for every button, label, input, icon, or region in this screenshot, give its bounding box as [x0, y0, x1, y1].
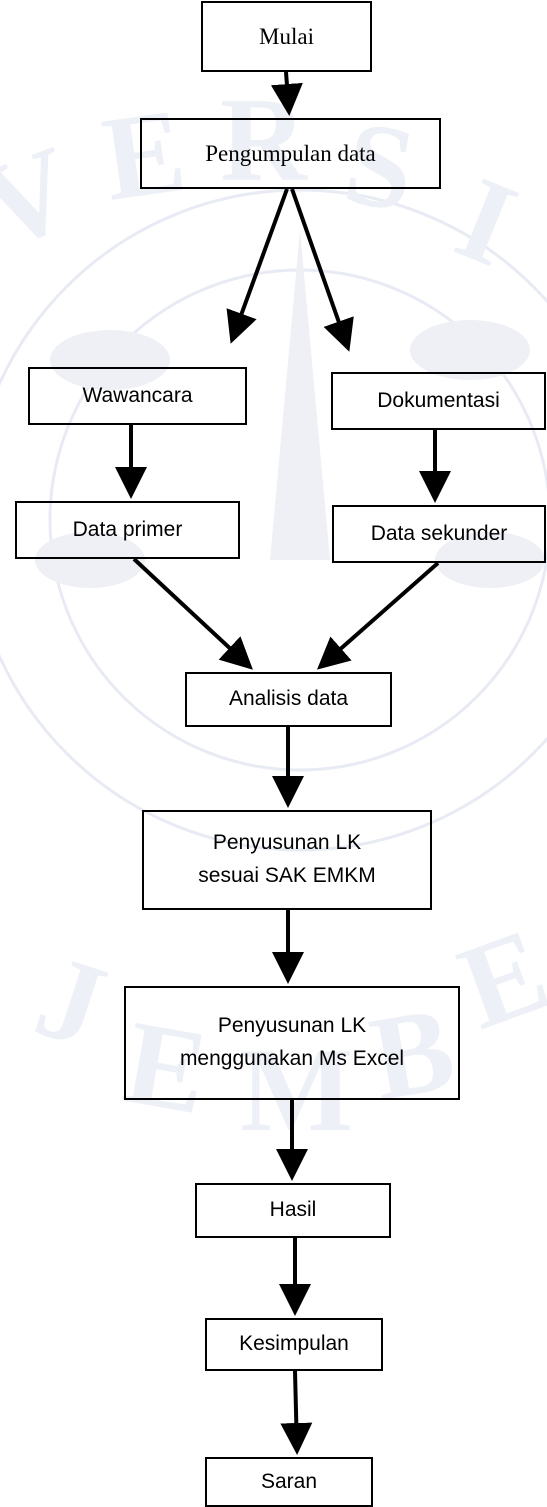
node-data-primer-label: Data primer — [72, 517, 183, 541]
node-penyusunan-lk-ms-excel-label: Penyusunan LK menggunakan Ms Excel — [179, 1014, 405, 1070]
node-penyusunan-lk-sak-emkm-label: Penyusunan LK sesuai SAK EMKM — [198, 831, 376, 887]
node-hasil: Hasil — [195, 1183, 391, 1238]
node-mulai-label: Mulai — [259, 23, 314, 49]
node-wawancara-label: Wawancara — [82, 383, 193, 407]
node-hasil-label: Hasil — [269, 1198, 317, 1222]
node-pengumpulan-data: Pengumpulan data — [140, 118, 441, 189]
node-dokumentasi-label: Dokumentasi — [377, 388, 500, 412]
node-penyusunan-lk-sak-emkm: Penyusunan LK sesuai SAK EMKM — [142, 810, 432, 910]
arrow-data-sekunder-to-analisis — [316, 561, 440, 670]
node-data-sekunder: Data sekunder — [332, 505, 546, 563]
node-saran: Saran — [205, 1457, 373, 1507]
node-saran-label: Saran — [260, 1469, 318, 1493]
arrow-pengumpulan-to-wawancara — [226, 188, 289, 344]
node-dokumentasi: Dokumentasi — [331, 372, 546, 430]
arrow-pengumpulan-to-dokumentasi — [290, 188, 354, 352]
node-penyusunan-lk-ms-excel: Penyusunan LK menggunakan Ms Excel — [124, 986, 460, 1100]
arrow-data-primer-to-analisis — [132, 557, 253, 670]
node-kesimpulan: Kesimpulan — [205, 1318, 383, 1371]
node-pengumpulan-data-label: Pengumpulan data — [205, 140, 376, 166]
node-wawancara: Wawancara — [28, 367, 247, 425]
node-data-sekunder-label: Data sekunder — [370, 521, 508, 545]
node-kesimpulan-label: Kesimpulan — [239, 1332, 349, 1356]
arrow-kesimpulan-to-saran — [280, 1370, 313, 1455]
node-data-primer: Data primer — [15, 501, 240, 559]
arrow-mulai-to-pengumpulan — [270, 71, 303, 116]
node-analisis-data-label: Analisis data — [228, 687, 349, 711]
node-analisis-data: Analisis data — [185, 672, 392, 727]
node-mulai: Mulai — [201, 1, 372, 72]
